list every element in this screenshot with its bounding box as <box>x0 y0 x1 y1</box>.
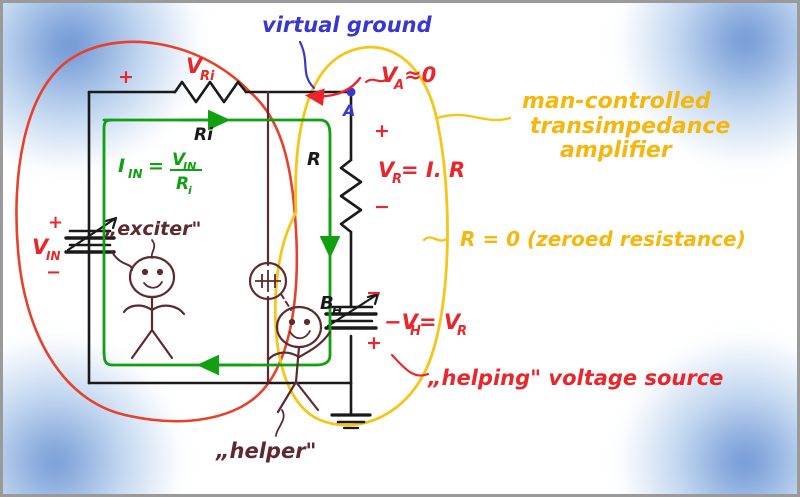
label-minus-vh: −V H = V R <box>384 310 467 339</box>
label-v-in-main: V <box>32 235 50 259</box>
label-r-zero: R = 0 (zeroed resistance) <box>460 227 746 251</box>
eq-i-in-sym: I <box>118 155 125 177</box>
label-bh-minus: − <box>366 282 382 304</box>
label-minus-vh-rest-sub: R <box>457 324 467 339</box>
label-ri: Ri <box>194 125 214 145</box>
eq-i-in-numerator-sub: IN <box>183 160 196 173</box>
label-helping-source: „helping" voltage source <box>427 366 723 390</box>
eq-i-in-sub: IN <box>128 167 143 181</box>
virtual-ground-leader <box>298 40 316 90</box>
amplifier-caption-line-3: amplifier <box>560 138 673 163</box>
label-v-in-sub: IN <box>46 249 61 263</box>
label-v-in: V IN <box>32 235 61 263</box>
current-loop-green <box>102 109 341 376</box>
label-v-r-plus: + <box>374 120 390 142</box>
eq-i-in-denominator-sub: i <box>188 184 192 197</box>
helper-figure <box>266 293 332 437</box>
label-v-r-minus: − <box>374 196 390 218</box>
equation-i-in: I IN = V IN R i <box>118 150 202 197</box>
label-v-ri-main: V <box>186 54 204 78</box>
eq-i-in-equals: = <box>148 155 164 177</box>
label-v-a: V A ≈0 <box>381 63 436 93</box>
label-b-h-sub: H <box>332 304 342 318</box>
label-b-h: B H <box>320 293 342 318</box>
label-helper: „helper" <box>215 439 317 463</box>
amplifier-caption-line-2: transimpedance <box>530 114 730 139</box>
label-exciter: „exciter" <box>104 218 201 240</box>
amplifier-caption-leader <box>435 113 512 122</box>
circuit-wires <box>87 80 372 430</box>
v-ri-arrow <box>304 76 362 107</box>
label-v-a-main: V <box>381 63 399 87</box>
source-bh <box>324 292 380 330</box>
eq-i-in-denominator: R <box>176 174 189 194</box>
amplifier-caption-line-1: man-controlled <box>522 89 711 114</box>
output-loop-yellow-highlight <box>273 45 449 427</box>
label-v-r-equation: V R = I. R <box>378 158 465 187</box>
ammeter <box>248 261 288 301</box>
exciter-figure <box>111 239 186 360</box>
label-minus-vh-rest: = V <box>419 310 462 334</box>
label-bh-plus: + <box>366 332 382 354</box>
label-virtual-ground: virtual ground <box>262 13 433 37</box>
label-amplifier-caption: man-controlled transimpedance amplifier <box>522 89 730 163</box>
v-a-leader <box>364 78 388 84</box>
label-v-ri-sub: Ri <box>200 69 215 84</box>
r-zero-leader <box>422 236 450 242</box>
label-v-a-rest: ≈0 <box>404 63 436 87</box>
eq-i-in-numerator: V <box>172 150 187 170</box>
label-v-in-plus: + <box>48 212 63 233</box>
label-minus-vh-main: −V <box>384 310 420 334</box>
label-v-a-sub: A <box>393 78 404 93</box>
label-b-h-main: B <box>320 293 334 314</box>
label-v-r-rest: = I. R <box>401 158 465 182</box>
helping-source-leader <box>390 353 430 377</box>
label-v-r-sub: R <box>392 172 402 187</box>
label-minus-vh-sub: H <box>410 324 421 339</box>
label-r: R <box>307 149 321 170</box>
label-v-r-main: V <box>378 158 396 182</box>
label-v-in-minus: − <box>46 262 61 283</box>
label-node-a: A <box>341 101 355 120</box>
label-v-ri: V Ri <box>186 54 215 84</box>
label-plus-ri: + <box>118 66 134 88</box>
